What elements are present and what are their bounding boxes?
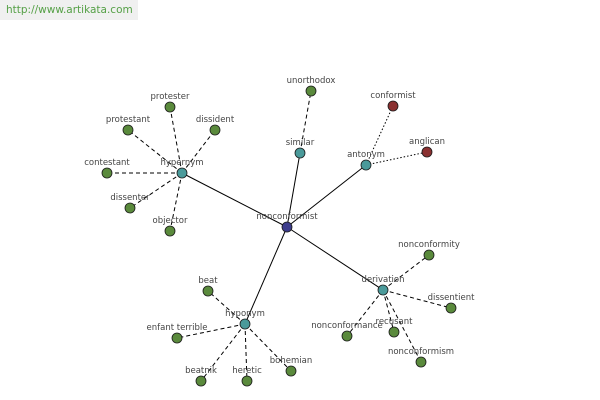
word-node-nonconformance[interactable]: nonconformance xyxy=(311,321,383,342)
word-node-conformist-circle[interactable] xyxy=(387,100,399,112)
word-node-anglican-circle[interactable] xyxy=(421,146,433,158)
relation-node-hypernym-label: hypernym xyxy=(160,158,203,168)
word-node-nonconformity-circle[interactable] xyxy=(423,249,435,261)
word-node-recusant-label: recusant xyxy=(376,317,414,327)
word-node-objector-label: objector xyxy=(153,216,188,226)
edge-center-antonym xyxy=(286,164,367,228)
word-node-unorthodox[interactable]: unorthodox xyxy=(287,76,336,97)
edge-hyponym-beatnik xyxy=(200,323,246,382)
word-node-protester-label: protester xyxy=(151,92,190,102)
edge-derivation-nonconformance xyxy=(346,289,384,337)
edge-hypernym-dissenter xyxy=(129,172,183,209)
word-node-dissentient-label: dissentient xyxy=(428,293,476,303)
relation-node-hyponym[interactable]: hyponym xyxy=(225,309,265,330)
word-node-dissident[interactable]: dissident xyxy=(196,115,235,136)
relation-node-derivation-label: derivation xyxy=(361,275,404,285)
edge-derivation-dissentient xyxy=(382,289,452,309)
edge-hypernym-protestant xyxy=(127,129,183,174)
edge-antonym-conformist xyxy=(365,105,394,166)
relation-node-similar-label: similar xyxy=(286,138,315,148)
word-node-bohemian-label: bohemian xyxy=(270,356,312,366)
relation-node-hypernym[interactable]: hypernym xyxy=(160,158,204,179)
edge-hyponym-enfant-terrible xyxy=(176,323,246,339)
word-node-beatnik-label: beatnik xyxy=(185,366,217,376)
edge-hypernym-objector xyxy=(169,172,183,232)
word-node-beatnik-circle[interactable] xyxy=(195,375,207,387)
word-node-dissentient[interactable]: dissentient xyxy=(428,293,476,314)
edge-center-hyponym xyxy=(244,226,288,325)
word-node-contestant[interactable]: contestant xyxy=(84,158,130,179)
relation-node-similar[interactable]: similar xyxy=(286,138,315,159)
word-node-contestant-label: contestant xyxy=(84,158,130,168)
relation-node-antonym-label: antonym xyxy=(347,150,385,160)
relation-node-derivation[interactable]: derivation xyxy=(361,275,405,296)
edge-derivation-nonconformity xyxy=(382,254,430,291)
word-node-conformist-label: conformist xyxy=(370,91,416,101)
word-node-contestant-circle[interactable] xyxy=(101,167,113,179)
relation-node-similar-circle[interactable] xyxy=(294,147,306,159)
word-node-nonconformism[interactable]: nonconformism xyxy=(388,347,454,368)
relation-node-antonym-circle[interactable] xyxy=(360,159,372,171)
word-node-enfant-terrible-label: enfant terrible xyxy=(147,323,208,333)
word-node-beatnik[interactable]: beatnik xyxy=(185,366,217,387)
word-node-nonconformism-label: nonconformism xyxy=(388,347,454,357)
word-node-dissentient-circle[interactable] xyxy=(445,302,457,314)
word-node-recusant[interactable]: recusant xyxy=(376,317,414,338)
relation-node-hyponym-circle[interactable] xyxy=(239,318,251,330)
nodes-layer: protester dissident protestant contestant di… xyxy=(84,76,476,387)
word-node-objector[interactable]: objector xyxy=(153,216,188,237)
source-url[interactable]: http://www.artikata.com xyxy=(0,0,138,20)
word-node-heretic-label: heretic xyxy=(232,366,262,376)
word-node-dissident-label: dissident xyxy=(196,115,235,125)
word-node-heretic-circle[interactable] xyxy=(241,375,253,387)
word-node-anglican[interactable]: anglican xyxy=(409,137,445,158)
relation-node-antonym[interactable]: antonym xyxy=(347,150,385,171)
word-node-protester[interactable]: protester xyxy=(151,92,190,113)
word-node-protester-circle[interactable] xyxy=(164,101,176,113)
word-node-dissident-circle[interactable] xyxy=(209,124,221,136)
word-node-nonconformism-circle[interactable] xyxy=(415,356,427,368)
relation-node-derivation-circle[interactable] xyxy=(377,284,389,296)
word-node-nonconformance-circle[interactable] xyxy=(341,330,353,342)
word-node-unorthodox-label: unorthodox xyxy=(287,76,336,86)
relation-node-hyponym-label: hyponym xyxy=(225,309,265,319)
word-node-protestant-label: protestant xyxy=(106,115,151,125)
word-node-unorthodox-circle[interactable] xyxy=(305,85,317,97)
word-node-protestant[interactable]: protestant xyxy=(106,115,151,136)
edge-derivation-recusant xyxy=(382,289,395,333)
word-node-dissenter-label: dissenter xyxy=(110,193,150,203)
word-node-beat-label: beat xyxy=(198,276,218,286)
word-node-anglican-label: anglican xyxy=(409,137,445,147)
word-node-enfant-terrible-circle[interactable] xyxy=(171,332,183,344)
word-node-nonconformance-label: nonconformance xyxy=(311,321,383,331)
edge-hyponym-heretic xyxy=(244,323,248,382)
word-node-dissenter[interactable]: dissenter xyxy=(110,193,150,214)
word-node-nonconformity[interactable]: nonconformity xyxy=(398,240,460,261)
center-node-nonconformist-label: nonconformist xyxy=(256,212,318,222)
word-node-recusant-circle[interactable] xyxy=(388,326,400,338)
word-node-conformist[interactable]: conformist xyxy=(370,91,416,112)
edge-similar-unorthodox xyxy=(299,90,312,154)
edge-center-derivation xyxy=(286,226,384,291)
edge-hyponym-bohemian xyxy=(244,323,292,372)
edge-hypernym-dissident xyxy=(181,129,216,174)
relation-node-hypernym-circle[interactable] xyxy=(176,167,188,179)
word-node-bohemian[interactable]: bohemian xyxy=(270,356,312,377)
word-node-objector-circle[interactable] xyxy=(164,225,176,237)
edge-center-hypernym xyxy=(181,172,288,228)
center-node-nonconformist[interactable]: nonconformist xyxy=(256,212,318,233)
word-node-beat-circle[interactable] xyxy=(202,285,214,297)
edge-hyponym-beat xyxy=(207,290,246,325)
word-node-nonconformity-label: nonconformity xyxy=(398,240,460,250)
edges-layer xyxy=(107,90,452,382)
word-node-dissenter-circle[interactable] xyxy=(124,202,136,214)
word-node-enfant-terrible[interactable]: enfant terrible xyxy=(147,323,208,344)
edge-center-similar xyxy=(286,152,301,228)
word-node-bohemian-circle[interactable] xyxy=(285,365,297,377)
center-node-nonconformist-circle[interactable] xyxy=(281,221,293,233)
word-node-beat[interactable]: beat xyxy=(198,276,218,297)
word-node-heretic[interactable]: heretic xyxy=(232,366,262,387)
word-node-protestant-circle[interactable] xyxy=(122,124,134,136)
